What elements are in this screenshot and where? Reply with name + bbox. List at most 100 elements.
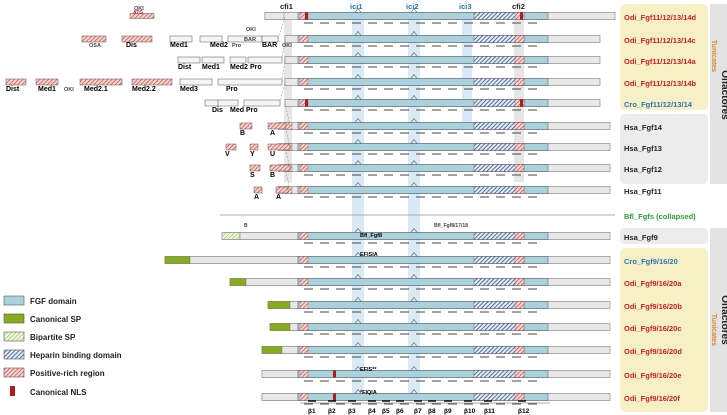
cfi1-header: cfi1	[280, 2, 293, 11]
beta-strand-label: β11	[484, 408, 495, 415]
protein-structure-bar	[269, 319, 611, 335]
exon-label: A	[276, 194, 281, 201]
fgf-domain	[297, 164, 549, 172]
upstream-exon	[129, 13, 155, 19]
protein-name: Odi_Fgf11/12/13/14c	[624, 36, 696, 45]
exon-label: B	[240, 130, 245, 137]
upstream-exon	[5, 78, 27, 86]
intron-mark	[354, 31, 362, 36]
protein-name: Odi_Fgf9/16/20f	[624, 394, 680, 403]
exon-label: Dis	[212, 107, 223, 114]
fgf-domain	[297, 393, 549, 401]
protein-name: Cro_Fgf9/16/20	[624, 257, 678, 266]
intron-mark	[410, 319, 418, 324]
n-terminal-region	[229, 278, 247, 286]
protein-structure-bar	[261, 389, 611, 405]
intron-mark	[354, 160, 362, 165]
fgf-domain	[297, 278, 549, 286]
canonical-nls	[520, 12, 523, 20]
positive-rich-region	[299, 256, 309, 264]
exon-label: Dist	[6, 86, 20, 93]
positive-rich-region	[299, 35, 309, 43]
exon-label: Med1	[38, 86, 56, 93]
ici1-band	[352, 12, 364, 394]
beta-strand-label: β5	[382, 408, 390, 415]
protein-name: Odi_Fgf9/16/20e	[624, 371, 682, 380]
legend-swatch-heparin	[3, 349, 25, 360]
ici2-band	[408, 12, 420, 394]
upstream-exon	[243, 99, 281, 107]
tunicates-bg-bottom	[620, 248, 708, 412]
cfi2-band	[514, 12, 524, 182]
exon-label: OKI	[282, 43, 292, 49]
intron-mark	[354, 274, 362, 279]
positive-rich-region	[299, 232, 309, 240]
positive-rich-region	[299, 78, 309, 86]
canonical-nls	[305, 99, 308, 107]
exon-label: Med3	[180, 86, 198, 93]
protein-name: Hsa_Fgf12	[624, 165, 662, 174]
exon-label: U	[270, 151, 275, 158]
exon-label: Pro	[246, 107, 258, 114]
protein-name: Odi_Fgf9/16/20c	[624, 324, 682, 333]
upstream-exon	[177, 56, 201, 64]
upstream-exon	[131, 78, 173, 86]
intron-mark	[410, 160, 418, 165]
intron-mark	[354, 366, 362, 371]
fgf-domain	[297, 232, 549, 240]
ici1-header: ici1	[350, 2, 363, 11]
exon-connector	[277, 15, 286, 40]
upstream-exon	[229, 56, 247, 64]
fgf-domain	[297, 256, 549, 264]
intron-mark	[410, 252, 418, 257]
exon-label: A	[270, 130, 275, 137]
protein-structure-bar	[277, 160, 611, 176]
exon-label: Med1	[202, 64, 220, 71]
upstream-exon	[79, 78, 123, 86]
exon-label: Pro	[250, 64, 262, 71]
upstream-exon	[269, 164, 291, 172]
intron-mark	[410, 228, 418, 233]
positive-rich-region	[299, 346, 309, 354]
protein-structure-bar	[284, 52, 601, 68]
positive-rich-region	[514, 122, 525, 130]
intron-mark	[410, 74, 418, 79]
positive-rich-region	[299, 393, 309, 401]
positive-rich-region	[299, 301, 309, 309]
exon-connector	[281, 38, 286, 61]
positive-rich-region	[299, 186, 309, 194]
exon-label: ATG	[133, 10, 143, 16]
positive-rich-region	[514, 393, 525, 401]
exon-label: Med1	[170, 42, 188, 49]
ici3-header: ici3	[459, 2, 472, 11]
n-terminal-region	[261, 346, 283, 354]
beta-strand-label: β8	[428, 408, 436, 415]
exon-label: A	[254, 194, 259, 201]
legend-label: Canonical NLS	[30, 388, 87, 397]
n-terminal-region	[261, 393, 299, 401]
n-terminal-region	[289, 323, 299, 331]
upstream-exon	[121, 35, 153, 43]
upstream-exon	[267, 122, 287, 130]
upstream-exon	[253, 186, 263, 194]
intron-mark	[354, 342, 362, 347]
exon-connector	[281, 59, 286, 83]
tunicates-label-top: Tunicates	[710, 40, 717, 72]
n-terminal-region	[269, 323, 291, 331]
intron-mark	[410, 8, 418, 13]
beta-strand-label: β3	[348, 408, 356, 415]
n-terminal-region	[239, 232, 299, 240]
exon-label: OKI	[64, 87, 74, 93]
protein-name: Hsa_Fgf13	[624, 144, 662, 153]
protein-name: Hsa_Fgf11	[624, 187, 662, 196]
positive-rich-region	[514, 12, 525, 20]
upstream-exon	[217, 99, 239, 107]
exon-label: Med2.1	[84, 86, 108, 93]
fgf-domain	[297, 99, 549, 107]
intron-mark	[354, 95, 362, 100]
legend-swatch-bipartite-sp	[3, 331, 25, 342]
exon-label: BAR	[244, 37, 256, 43]
beta-strand-label: β12	[518, 408, 530, 415]
upstream-exon	[267, 143, 291, 151]
